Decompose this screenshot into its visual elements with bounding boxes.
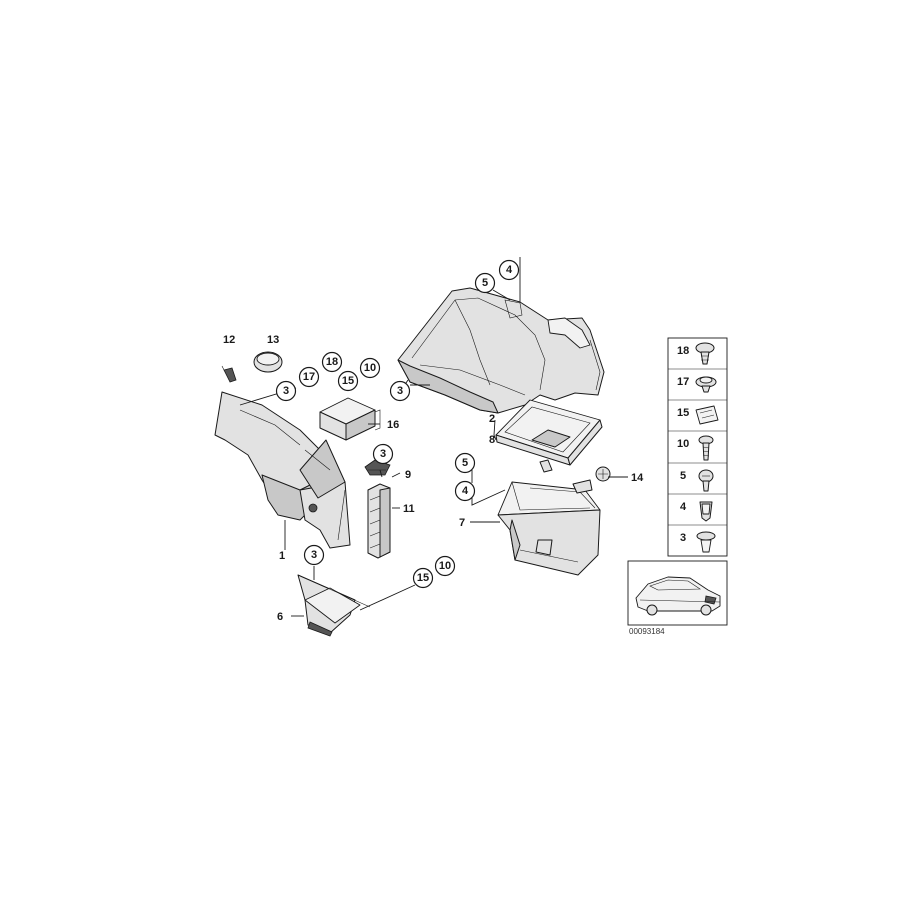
svg-text:10: 10 — [364, 362, 376, 374]
callout-15-b: 15 — [412, 567, 434, 589]
label-16: 16 — [387, 419, 399, 431]
svg-text:15: 15 — [342, 375, 354, 387]
callout-3-part-9: 3 — [372, 443, 394, 465]
svg-text:4: 4 — [462, 485, 469, 497]
part-2-trunk-side-trim — [397, 287, 605, 414]
label-8: 8 — [489, 434, 495, 446]
svg-text:17: 17 — [303, 371, 315, 383]
label-1: 1 — [279, 550, 285, 562]
label-13: 13 — [267, 334, 279, 346]
fastener-10-icon — [698, 435, 714, 461]
legend-label-3: 3 — [680, 532, 686, 544]
label-12: 12 — [223, 334, 235, 346]
part-11-bracket — [367, 483, 391, 559]
part-12-pin — [221, 365, 237, 383]
part-6-small-tray — [297, 574, 371, 637]
callout-15-a: 15 — [337, 370, 359, 392]
svg-text:18: 18 — [326, 356, 338, 368]
callout-18: 18 — [321, 351, 343, 373]
callout-10-b: 10 — [434, 555, 456, 577]
callout-4-top: 4 — [498, 259, 520, 281]
label-14: 14 — [631, 472, 644, 484]
reference-code: 00093184 — [629, 627, 665, 636]
legend-label-10: 10 — [677, 438, 689, 450]
legend-label-15: 15 — [677, 407, 689, 419]
svg-text:5: 5 — [462, 457, 468, 469]
svg-text:4: 4 — [506, 264, 513, 276]
legend-label-18: 18 — [677, 345, 689, 357]
svg-text:5: 5 — [482, 277, 488, 289]
svg-text:3: 3 — [283, 385, 289, 397]
label-11: 11 — [403, 503, 415, 515]
legend-label-17: 17 — [677, 376, 689, 388]
fastener-17-icon — [695, 376, 717, 393]
vehicle-thumbnail: 00093184 — [627, 560, 728, 636]
part-13-cap — [253, 351, 283, 373]
fastener-18-icon — [695, 342, 715, 365]
callout-3-low: 3 — [303, 544, 325, 566]
callout-5-top: 5 — [474, 272, 496, 294]
label-2: 2 — [489, 413, 495, 425]
legend-label-5: 5 — [680, 470, 686, 482]
part-8-tray — [495, 399, 603, 473]
callout-5-mid: 5 — [454, 452, 476, 474]
fastener-legend: 18 17 15 10 5 4 3 — [667, 337, 728, 557]
fastener-4-icon — [699, 501, 713, 522]
label-6: 6 — [277, 611, 283, 623]
label-9: 9 — [405, 469, 411, 481]
svg-text:10: 10 — [439, 560, 451, 572]
callout-4-mid: 4 — [454, 480, 476, 502]
callout-3-left: 3 — [275, 380, 297, 402]
callout-10-a: 10 — [359, 357, 381, 379]
part-16-box — [319, 397, 381, 441]
label-7: 7 — [459, 517, 465, 529]
part-1-left-side-trim — [214, 391, 351, 549]
svg-text:3: 3 — [311, 549, 317, 561]
fastener-15-icon — [695, 405, 719, 425]
callout-17: 17 — [298, 366, 320, 388]
fastener-3-icon — [696, 531, 716, 553]
fastener-5-icon — [698, 469, 714, 492]
svg-text:3: 3 — [380, 448, 386, 460]
svg-text:3: 3 — [397, 385, 403, 397]
part-7-storage-bin — [497, 479, 601, 576]
part-14-cap — [595, 466, 611, 482]
callout-3-mid: 3 — [389, 380, 411, 402]
svg-text:15: 15 — [417, 572, 429, 584]
legend-label-4: 4 — [680, 501, 687, 513]
